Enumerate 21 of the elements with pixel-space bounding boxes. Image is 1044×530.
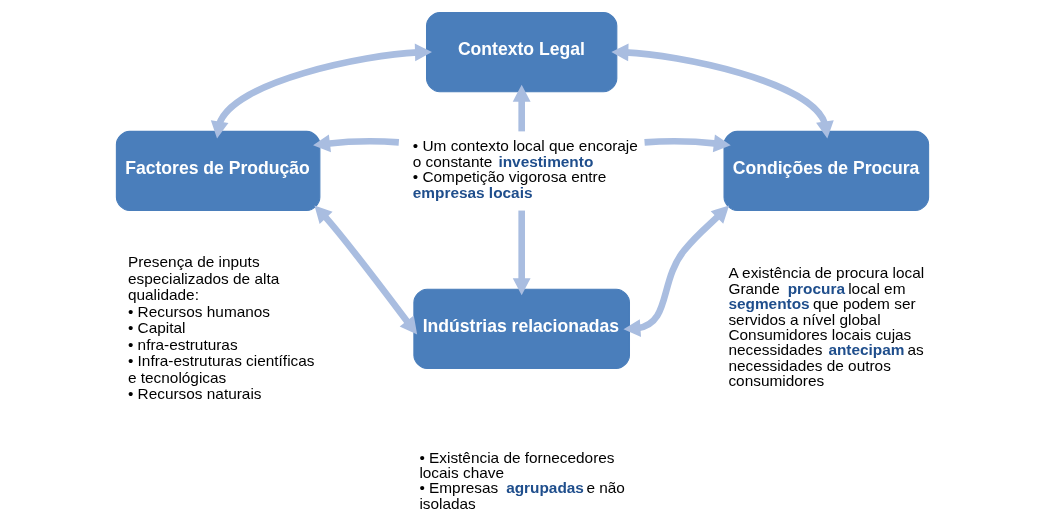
arrow <box>623 205 729 338</box>
node-box: Condições de Procura <box>723 130 929 212</box>
arrow <box>313 205 417 335</box>
arrow <box>643 134 731 153</box>
node-label: • Capital <box>127 319 185 337</box>
arrow <box>512 84 531 132</box>
node-label: • Recursos naturais <box>127 385 262 403</box>
node-box: Indústrias relacionadas <box>412 288 630 369</box>
node-label: • Infra-estruturas científicas e tecnológicas <box>127 352 314 386</box>
arrow <box>512 210 531 296</box>
arrow <box>312 134 399 153</box>
node-text: • Um contexto local que encoraje o constante investimento • Competição vigorosa entre empresas locais <box>412 137 638 201</box>
node-label: A existência de procura local <box>727 264 924 282</box>
node-label: • nfra-estruturas <box>127 335 238 353</box>
node-label: • Empresas agrupadas e não isoladas <box>418 479 625 512</box>
node-box: Contexto Legal <box>425 12 617 93</box>
node-label: Presença de inputs especializados de alta qualidade: <box>127 253 279 304</box>
arrow <box>610 43 834 139</box>
node-label: • Recursos humanos <box>127 302 270 320</box>
arrow <box>210 43 432 139</box>
node-box: Factores de Produção <box>115 130 320 212</box>
